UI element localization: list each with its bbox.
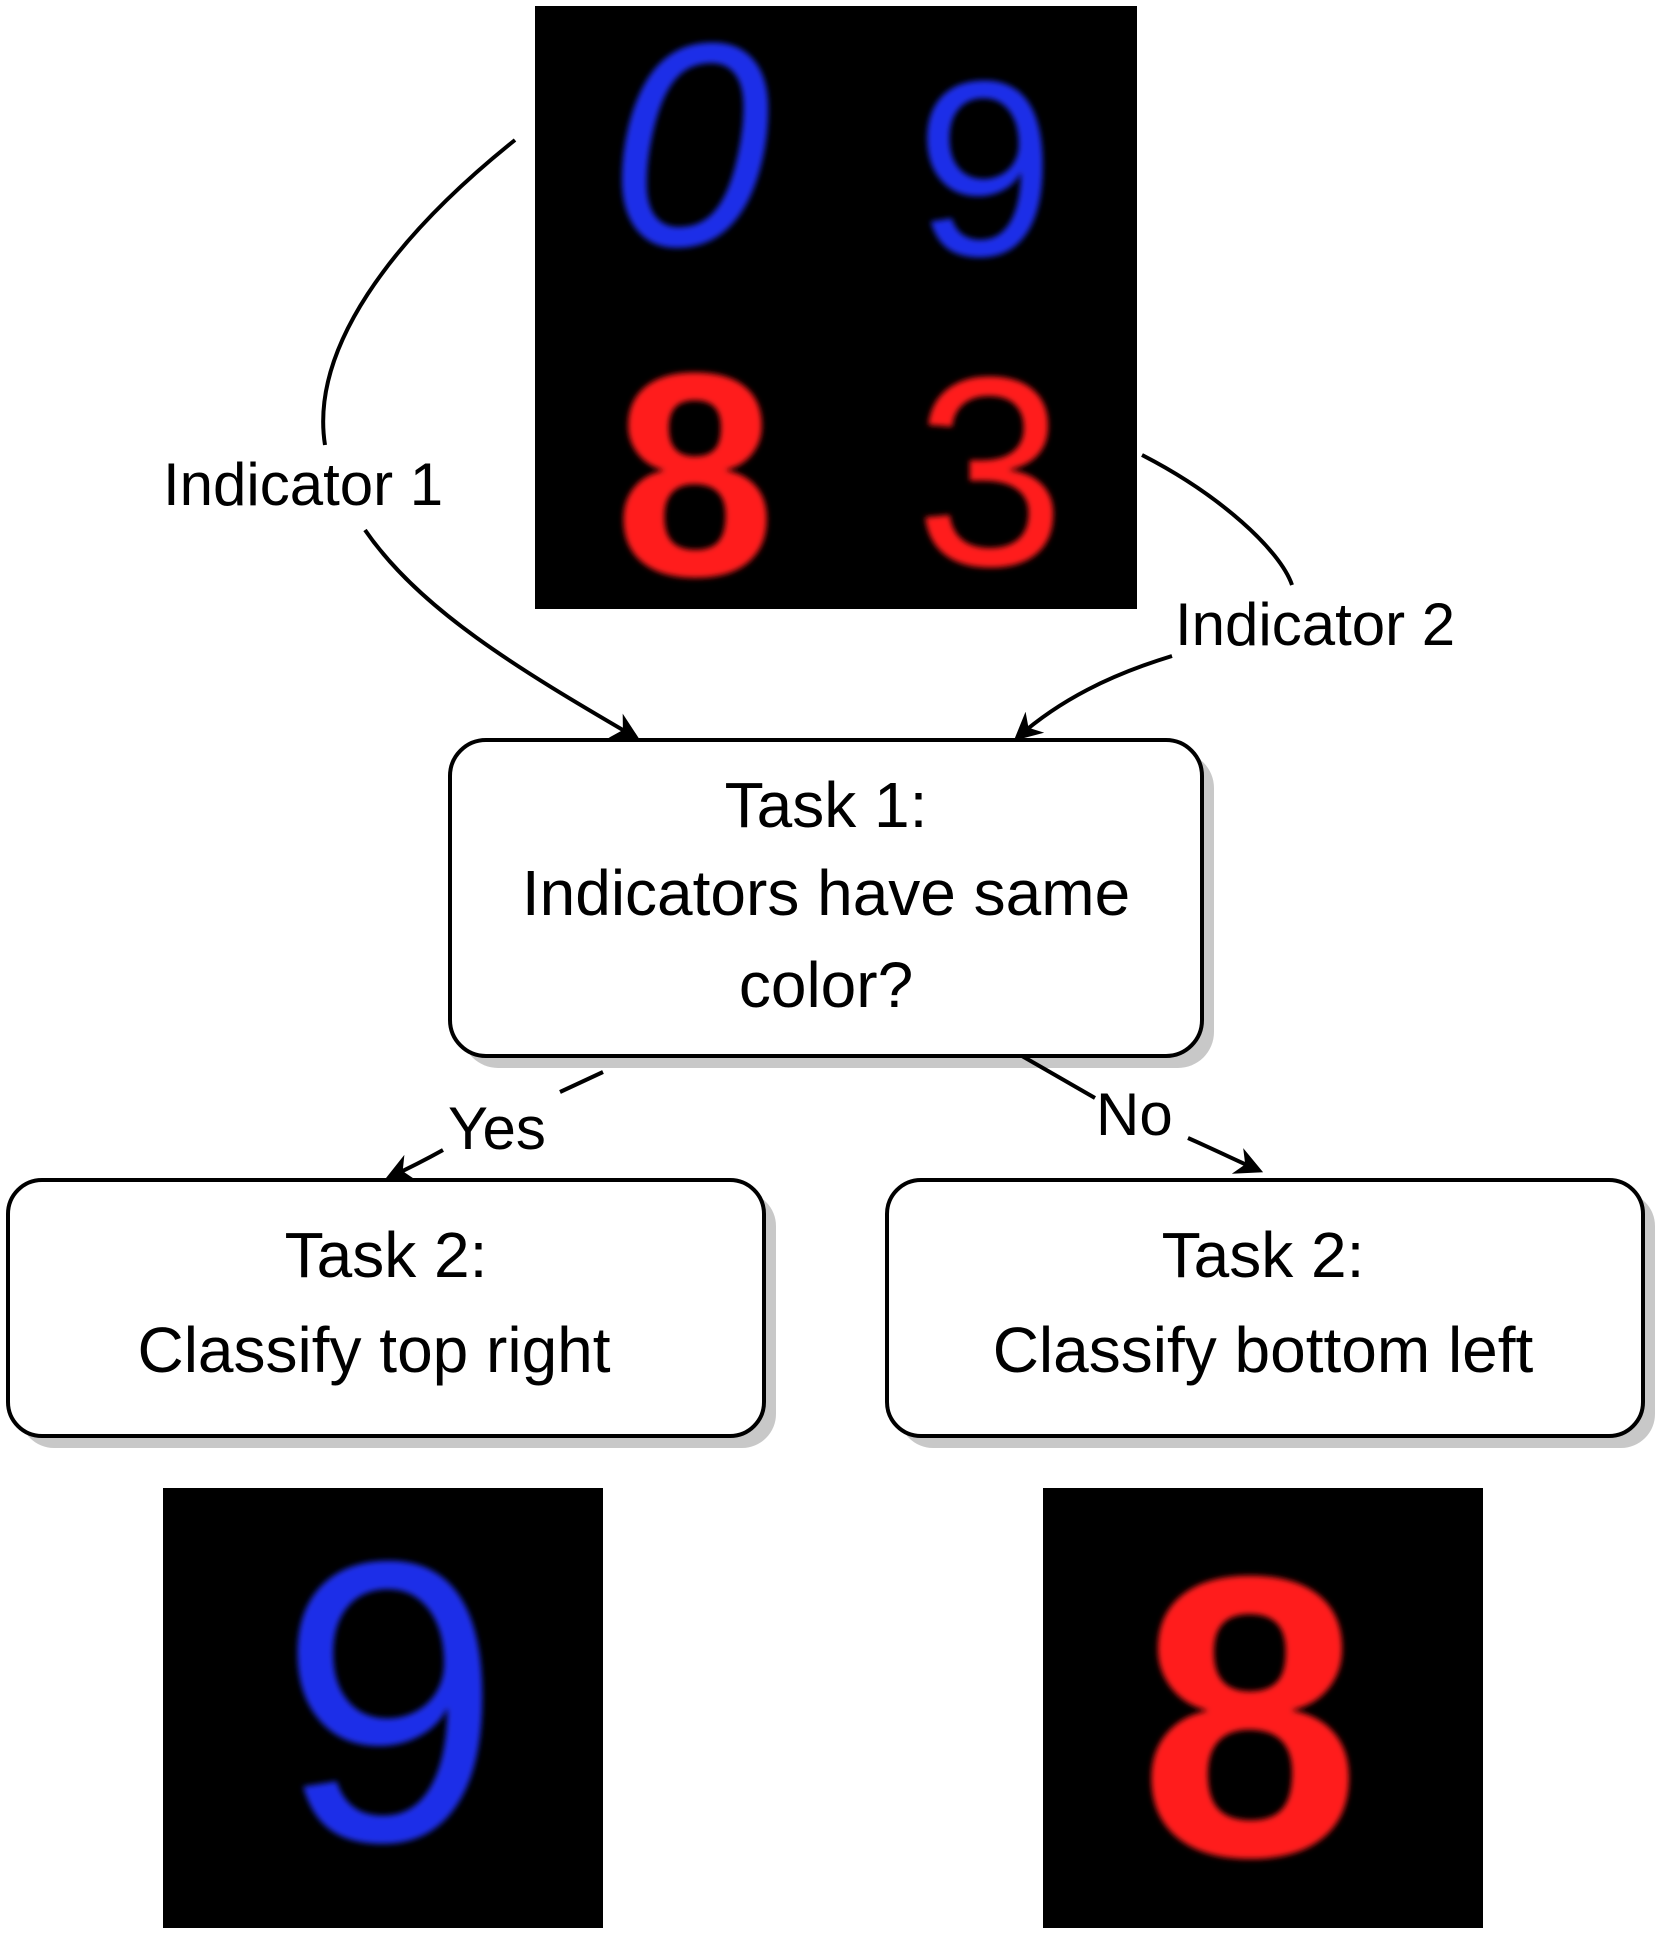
indicator-2-label: Indicator 2 (1175, 591, 1455, 658)
digit-bottom-left: 8 (614, 313, 775, 637)
task1-title: Task 1: (725, 769, 928, 841)
task1-box: Task 1: Indicators have same color? (448, 738, 1214, 1068)
task2-left-title: Task 2: (285, 1219, 488, 1291)
task2-right-title: Task 2: (1162, 1219, 1365, 1291)
digit-bottom-right: 3 (915, 322, 1065, 623)
indicator-2-edge-lower (1013, 654, 1173, 741)
result-left-digit: 9 (279, 1478, 501, 1925)
task2-left-box: Task 2: Classify top right (6, 1178, 776, 1448)
source-digit-image: 0 9 8 3 (535, 0, 1137, 637)
task2-left-instruction: Classify top right (137, 1314, 610, 1386)
result-right-background (1043, 1488, 1483, 1928)
indicator-1-edge-lower (363, 528, 640, 740)
no-edge-upper (1021, 1054, 1096, 1100)
result-right-digit: 8 (1139, 1493, 1361, 1940)
yes-edge-upper (559, 1070, 604, 1094)
indicator-2-edge-upper (1141, 453, 1294, 586)
no-label: No (1096, 1081, 1173, 1148)
yes-label: Yes (448, 1095, 546, 1162)
indicator-1-label: Indicator 1 (163, 451, 443, 518)
task2-left-box-frame (6, 1178, 766, 1438)
digit-top-right: 9 (915, 29, 1054, 308)
digit-top-left: 0 (609, 0, 772, 307)
result-right-image: 8 (1043, 1488, 1483, 1940)
task1-box-frame (448, 738, 1204, 1058)
task2-right-instruction: Classify bottom left (993, 1314, 1534, 1386)
result-left-background (163, 1488, 603, 1928)
task2-right-box-frame (885, 1178, 1645, 1438)
indicator-1-edge-upper (321, 138, 517, 446)
task1-question-line1: Indicators have same (522, 857, 1130, 929)
yes-edge-lower (384, 1148, 444, 1181)
task1-question-line2: color? (739, 949, 913, 1021)
source-image-background (535, 6, 1137, 609)
task2-right-box: Task 2: Classify bottom left (885, 1178, 1655, 1448)
result-left-image: 9 (163, 1478, 603, 1928)
no-edge-lower (1187, 1136, 1264, 1174)
